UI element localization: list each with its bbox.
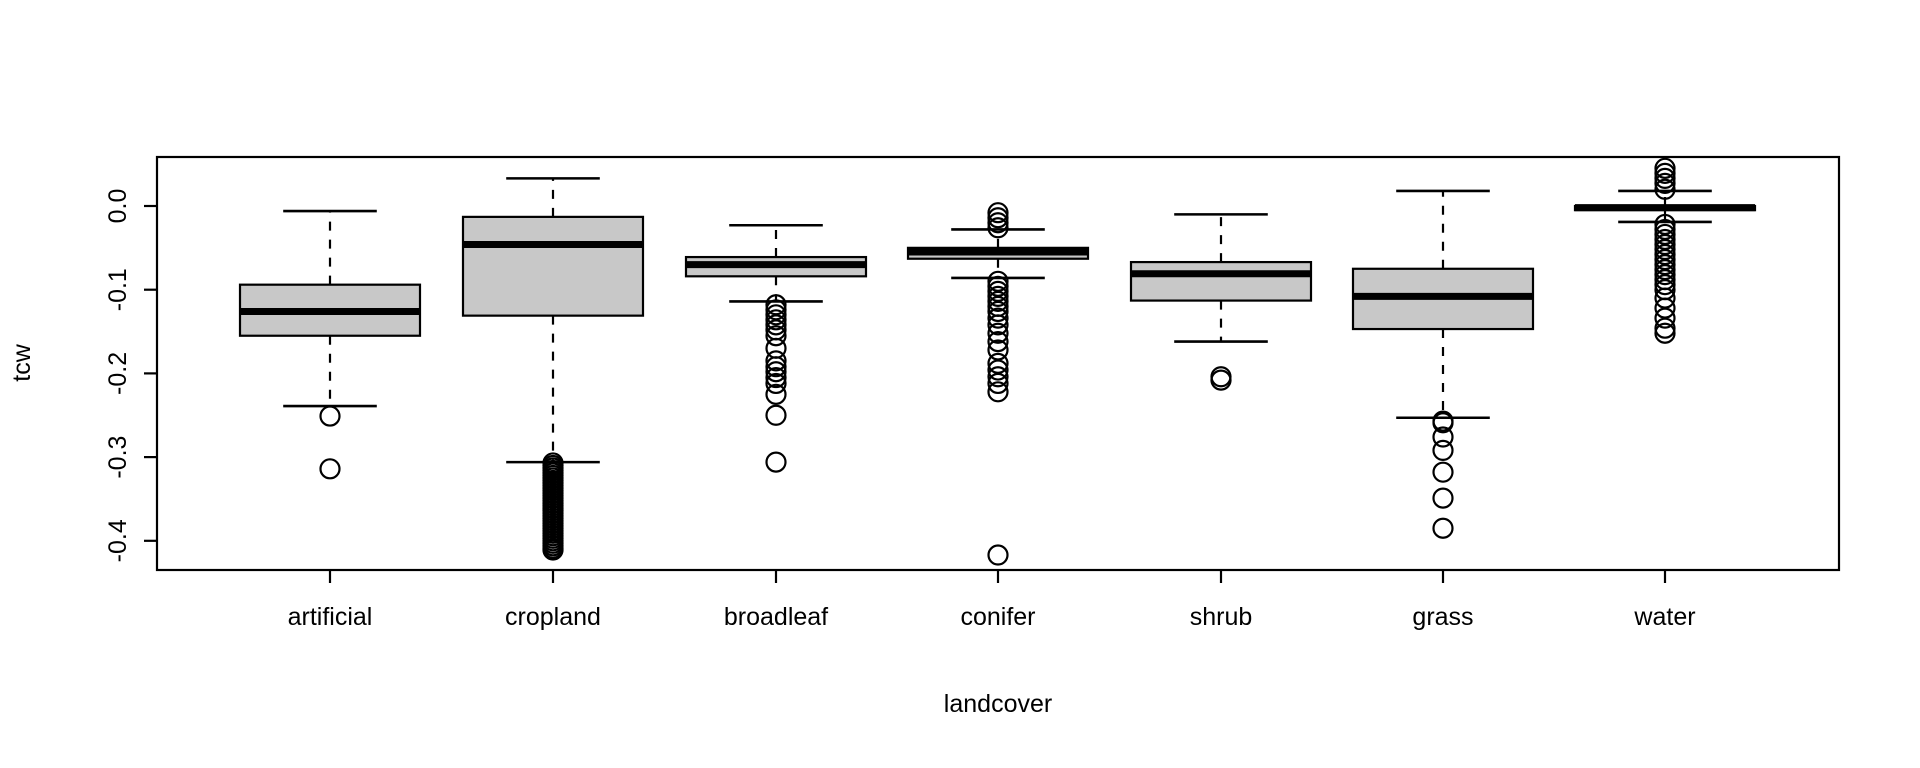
x-axis-ticks: [328, 570, 1667, 583]
outlier-point: [987, 366, 1009, 388]
outlier-point: [765, 314, 787, 336]
iqr-box: [461, 215, 645, 317]
boxplot-shrub: [1129, 213, 1313, 391]
outlier-point: [765, 361, 787, 383]
x-category-label-broadleaf: broadleaf: [724, 603, 828, 631]
boxplot-grass: [1351, 189, 1535, 539]
x-axis-category-labels: artificial cropland broadleaf conifer shrub g…: [288, 603, 1696, 631]
boxplot-artificial: [238, 209, 422, 480]
outlier-point: [765, 325, 787, 347]
y-axis-tick-labels: 0.0 -0.1 -0.2 -0.3 -0.4: [104, 189, 132, 563]
outlier-point: [765, 309, 787, 331]
outlier-point: [1654, 322, 1676, 344]
outlier-point: [765, 304, 787, 326]
outlier-point: [987, 290, 1009, 313]
outlier-point: [1654, 274, 1676, 296]
y-axis-title: tcw: [8, 343, 36, 381]
outlier-point: [987, 202, 1009, 224]
outlier-point: [1432, 461, 1454, 483]
outlier-point: [987, 212, 1009, 234]
outlier-point: [319, 458, 341, 480]
boxplot-conifer: [906, 202, 1090, 566]
x-category-label-cropland: cropland: [505, 603, 601, 631]
outlier-point: [987, 217, 1009, 239]
outlier-point: [765, 356, 787, 378]
outlier-point: [987, 359, 1009, 381]
outlier-point: [765, 451, 787, 473]
outlier-point: [1210, 369, 1232, 391]
iqr-box: [1129, 260, 1313, 302]
outlier-point: [1432, 439, 1454, 462]
x-category-label-artificial: artificial: [288, 603, 373, 631]
outlier-point: [1654, 178, 1676, 200]
x-category-label-water: water: [1633, 603, 1695, 631]
outlier-point: [1432, 517, 1454, 539]
outlier-point: [765, 350, 787, 372]
outlier-point: [987, 544, 1009, 566]
outlier-point: [1432, 487, 1454, 509]
outlier-point: [765, 366, 787, 389]
outlier-point: [1654, 307, 1676, 329]
plot-frame: [155, 155, 1841, 572]
x-axis-title: landcover: [944, 690, 1052, 718]
y-tick-label: -0.3: [104, 436, 132, 479]
x-category-label-conifer: conifer: [960, 603, 1035, 631]
outlier-point: [987, 322, 1009, 344]
outlier-point: [765, 404, 787, 426]
outlier-point: [987, 285, 1009, 307]
x-category-label-shrub: shrub: [1190, 603, 1253, 631]
boxplot-cropland: [461, 177, 645, 561]
outlier-point: [987, 300, 1009, 323]
outlier-point: [1654, 162, 1676, 184]
outlier-point: [765, 372, 787, 395]
outlier-point: [1432, 426, 1454, 448]
boxplot-water: [1573, 157, 1757, 344]
outlier-point: [1654, 167, 1676, 189]
outlier-point: [1654, 172, 1676, 195]
outlier-point: [987, 307, 1009, 329]
outlier-point: [987, 330, 1009, 353]
y-tick-label: -0.4: [104, 519, 132, 562]
y-tick-label: 0.0: [104, 189, 132, 224]
x-category-label-grass: grass: [1412, 603, 1473, 631]
outlier-point: [765, 383, 787, 405]
box-series: [238, 157, 1757, 566]
outlier-point: [542, 539, 564, 561]
outlier-point: [1432, 412, 1454, 434]
boxplot-broadleaf: [684, 223, 868, 473]
outlier-point: [987, 314, 1009, 336]
y-tick-label: -0.2: [104, 352, 132, 395]
outlier-point: [987, 372, 1009, 395]
outlier-point: [1654, 157, 1676, 179]
y-axis-ticks: [144, 204, 157, 542]
outlier-point: [1654, 317, 1676, 339]
outlier-point: [987, 381, 1009, 403]
outlier-point: [1654, 264, 1676, 286]
y-tick-label: -0.1: [104, 268, 132, 311]
outlier-point: [987, 207, 1009, 229]
outlier-point: [319, 405, 341, 427]
